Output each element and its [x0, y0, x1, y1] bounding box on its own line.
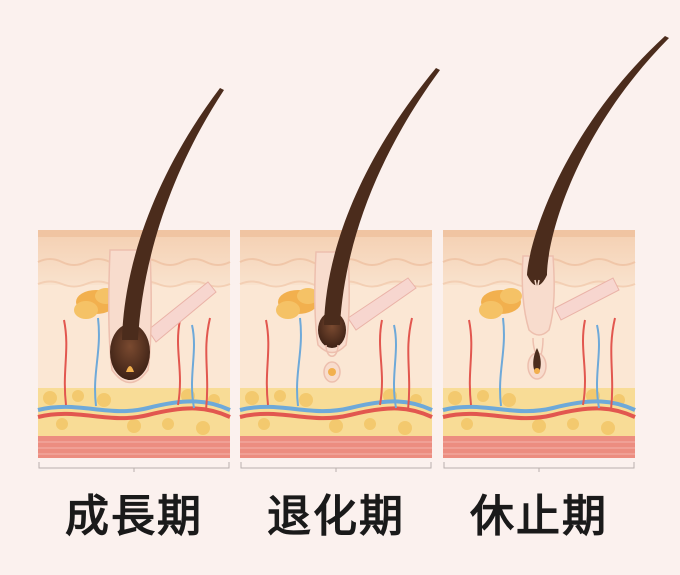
club-hair	[527, 36, 669, 291]
panel-anagen	[37, 88, 231, 458]
blood-vessels	[37, 317, 231, 421]
blood-vessels	[442, 317, 636, 421]
panel-telogen	[442, 36, 669, 458]
arrector-pili-muscle	[347, 277, 417, 331]
blood-vessels	[239, 317, 433, 421]
bracket-lines	[38, 462, 635, 472]
arrector-pili-muscle	[554, 277, 620, 321]
stage-label-anagen: 成長期	[65, 491, 203, 542]
stage-label-catagen: 退化期	[267, 491, 405, 542]
hair-shaft	[122, 88, 224, 340]
sebaceous-gland	[479, 288, 522, 319]
hair-shaft	[324, 68, 440, 325]
arrector-pili-muscle	[147, 281, 217, 343]
skin-cross-section	[442, 230, 636, 458]
panel-catagen	[239, 68, 440, 458]
sebaceous-gland	[276, 288, 319, 319]
stage-label-telogen: 休止期	[470, 491, 608, 542]
